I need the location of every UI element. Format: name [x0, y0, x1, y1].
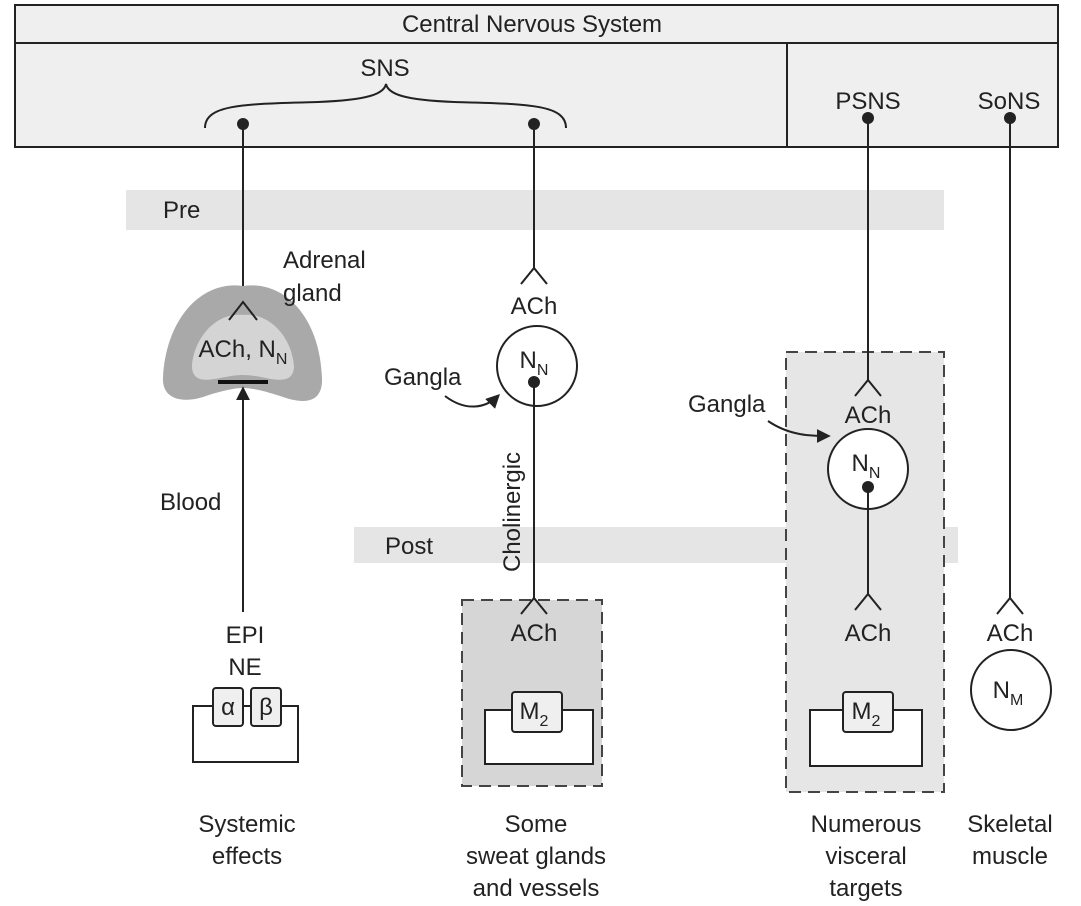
psns-gangla-label: Gangla — [688, 391, 766, 418]
systemic-caption-line1: Systemic — [198, 811, 295, 838]
sweat-ach-pre: ACh — [511, 293, 558, 320]
sweat-gangla-arrow — [444, 394, 500, 409]
sweat-caption-line1: Some — [505, 811, 568, 838]
sweat-gangla-label: Gangla — [384, 364, 462, 391]
epi-label: EPI — [226, 622, 265, 649]
sns-label: SNS — [360, 55, 409, 82]
cns-body-box — [14, 42, 1059, 148]
sweat-post-synapse — [520, 596, 548, 615]
skeletal-caption-line1: Skeletal — [967, 811, 1052, 838]
sweat-m2-receptor — [511, 691, 563, 733]
visceral-m2-receptor — [842, 691, 894, 733]
sweat-caption-line2: sweat glands — [466, 843, 606, 870]
ne-label: NE — [228, 654, 261, 681]
psns-label: PSNS — [835, 88, 900, 115]
skeletal-caption-line2: muscle — [972, 843, 1048, 870]
adrenal-gland-label-line1: Adrenal — [283, 247, 366, 274]
psns-origin-dot — [862, 112, 874, 124]
sweat-ganglion — [496, 325, 578, 407]
skeletal-nm-receptor — [970, 649, 1052, 731]
sons-synapse — [996, 596, 1024, 615]
beta-receptor — [250, 687, 282, 727]
visceral-m2-label: M2 — [852, 698, 881, 730]
sweat-ganglion-label: NN — [520, 347, 549, 379]
sns-brace — [204, 83, 567, 129]
adrenal-receptor-label: ACh, NN — [199, 336, 288, 368]
visceral-caption-line1: Numerous — [811, 811, 922, 838]
systemic-caption-line2: effects — [212, 843, 282, 870]
cns-title: Central Nervous System — [402, 11, 662, 38]
alpha-receptor — [212, 687, 244, 727]
psns-ganglion-label: NN — [852, 450, 881, 482]
psns-ach-pre: ACh — [845, 402, 892, 429]
cholinergic-label: Cholinergic — [499, 452, 526, 572]
blood-label: Blood — [160, 489, 221, 516]
sweat-pre-synapse — [520, 266, 548, 285]
adrenal-gland-inner — [192, 314, 294, 380]
post-label: Post — [385, 533, 433, 560]
psns-ach-post: ACh — [845, 620, 892, 647]
visceral-caption-line3: targets — [829, 875, 902, 902]
psns-pre-synapse — [854, 378, 882, 397]
sons-label: SoNS — [978, 88, 1041, 115]
sweat-origin-dot — [528, 118, 540, 130]
adrenal-gland-label-line2: gland — [283, 280, 342, 307]
adrenal-origin-dot — [237, 118, 249, 130]
systemic-effector-cell — [192, 705, 299, 763]
sweat-m2-label: M2 — [520, 698, 549, 730]
psns-post-synapse — [854, 592, 882, 611]
skeletal-nm-label: NM — [993, 677, 1024, 709]
sons-origin-dot — [1004, 112, 1016, 124]
alpha-label: α — [221, 694, 235, 721]
adrenal-synapse — [228, 300, 258, 321]
visceral-caption-line2: visceral — [825, 843, 906, 870]
cns-title-box — [14, 4, 1059, 44]
pre-label: Pre — [163, 197, 200, 224]
sons-ach: ACh — [987, 620, 1034, 647]
beta-label: β — [259, 694, 273, 721]
psns-gangla-arrow — [767, 420, 831, 443]
sweat-ach-post: ACh — [511, 620, 558, 647]
sweat-caption-line3: and vessels — [473, 875, 600, 902]
